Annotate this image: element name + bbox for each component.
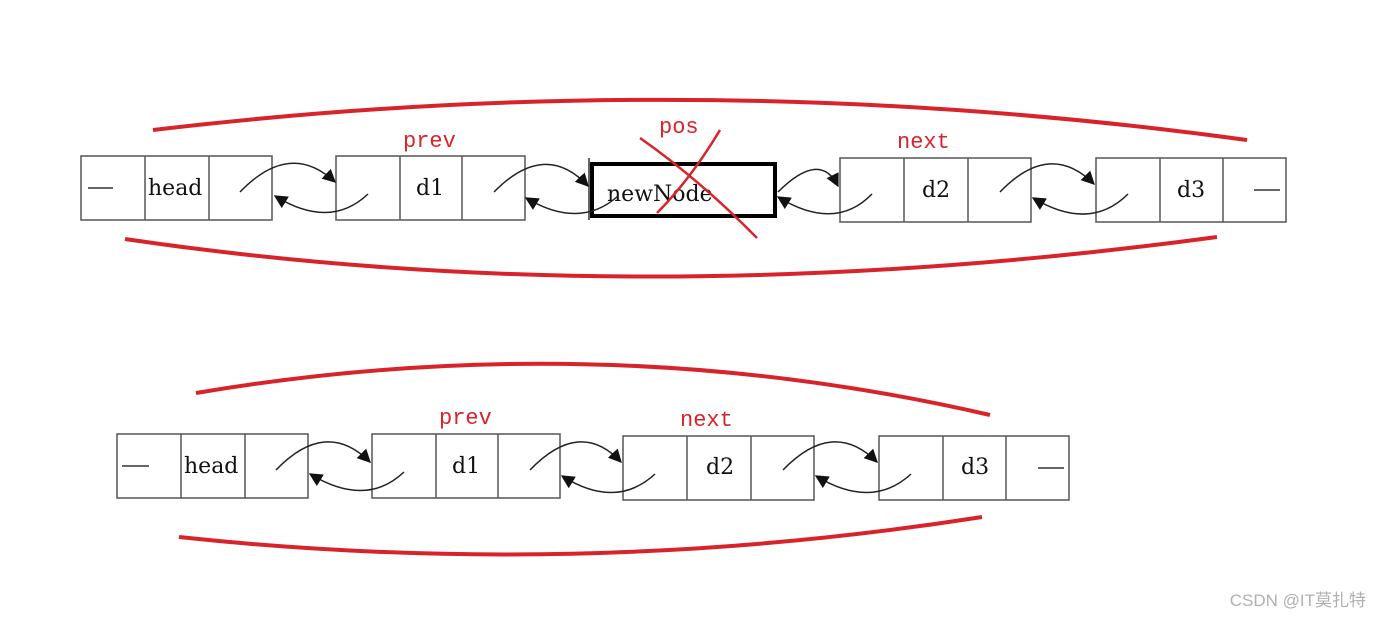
prev-arrow-d2-d1 — [560, 473, 656, 494]
top-node-d2: d2 — [839, 157, 1032, 223]
node-label-d3: d3 — [961, 455, 989, 480]
label-prev: prev — [439, 406, 492, 431]
watermark: CSDN @IT莫扎特 — [1229, 591, 1366, 610]
prev-arrow-d1-head — [273, 193, 369, 214]
next-arrow-d1-newnode — [493, 163, 589, 193]
top-node-head: head — [80, 155, 273, 221]
prev-arrow-d3-d2 — [814, 473, 912, 494]
node-label-d2: d2 — [706, 455, 734, 480]
top-link-arrows — [239, 162, 1129, 215]
node-label-head: head — [184, 454, 238, 479]
prev-arrow-d2-newnode — [776, 193, 873, 215]
top-node-d1: d1 — [335, 155, 526, 221]
label-pos: pos — [659, 115, 699, 140]
bottom-diagram: head d1 d2 d3 — [116, 361, 1070, 557]
label-next: next — [897, 130, 950, 155]
bottom-node-head: head — [116, 433, 309, 499]
top-node-newnode: newNode — [588, 158, 777, 220]
label-prev: prev — [403, 129, 456, 154]
top-diagram: head d1 newNode d2 d3 — [80, 97, 1287, 279]
bottom-node-d1: d1 — [371, 433, 561, 499]
node-label-d3: d3 — [1177, 178, 1205, 203]
bottom-node-d2: d2 — [622, 435, 815, 501]
top-upper-red-curve — [152, 97, 1248, 142]
label-next: next — [680, 408, 733, 433]
next-arrow-head-d1 — [239, 162, 336, 193]
bottom-node-d3: d3 — [878, 435, 1070, 501]
prev-arrow-d1-head — [308, 471, 405, 492]
bottom-upper-red-curve — [195, 361, 991, 417]
top-node-d3: d3 — [1095, 157, 1287, 223]
bottom-lower-red-curve — [178, 515, 983, 557]
node-label-head: head — [148, 176, 202, 201]
next-arrow-newnode-d2 — [777, 168, 839, 193]
bottom-link-arrows — [275, 441, 912, 494]
next-arrow-head-d1 — [275, 441, 371, 471]
next-arrow-d2-d3 — [999, 163, 1095, 193]
next-arrow-d1-d2 — [529, 441, 622, 471]
prev-arrow-d3-d2 — [1031, 193, 1129, 215]
node-label-d1: d1 — [452, 454, 480, 479]
prev-arrow-newnode-d1 — [524, 195, 619, 215]
top-lower-red-curve — [124, 235, 1218, 279]
node-label-newnode: newNode — [607, 182, 713, 207]
node-label-d1: d1 — [416, 176, 444, 201]
node-label-d2: d2 — [922, 178, 950, 203]
next-arrow-d2-d3 — [782, 441, 878, 471]
delete-cross-mark — [639, 129, 758, 239]
